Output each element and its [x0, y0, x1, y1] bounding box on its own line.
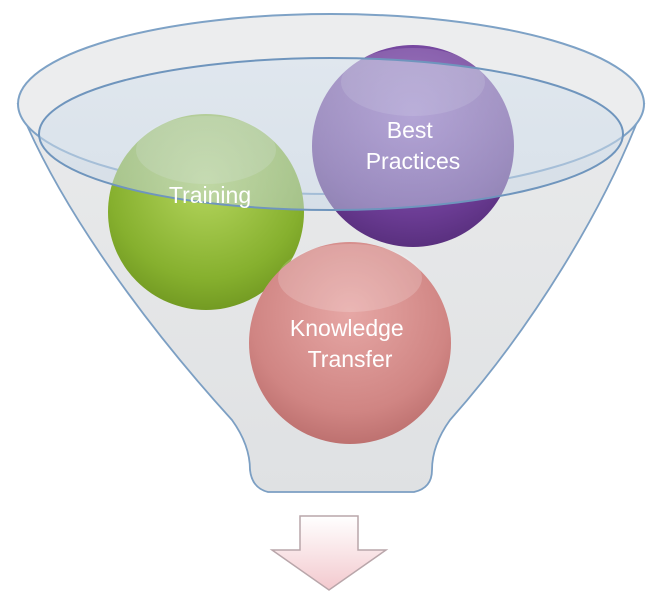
label-best-practices: Best Practices [366, 117, 461, 174]
circle-knowledge-transfer [249, 242, 451, 444]
label-knowledge-transfer: Knowledge Transfer [290, 315, 410, 372]
down-arrow-icon [269, 515, 389, 591]
label-training: Training [169, 182, 251, 208]
funnel-rim-front [38, 57, 624, 211]
circle-knowledge-transfer-highlight [278, 244, 422, 312]
